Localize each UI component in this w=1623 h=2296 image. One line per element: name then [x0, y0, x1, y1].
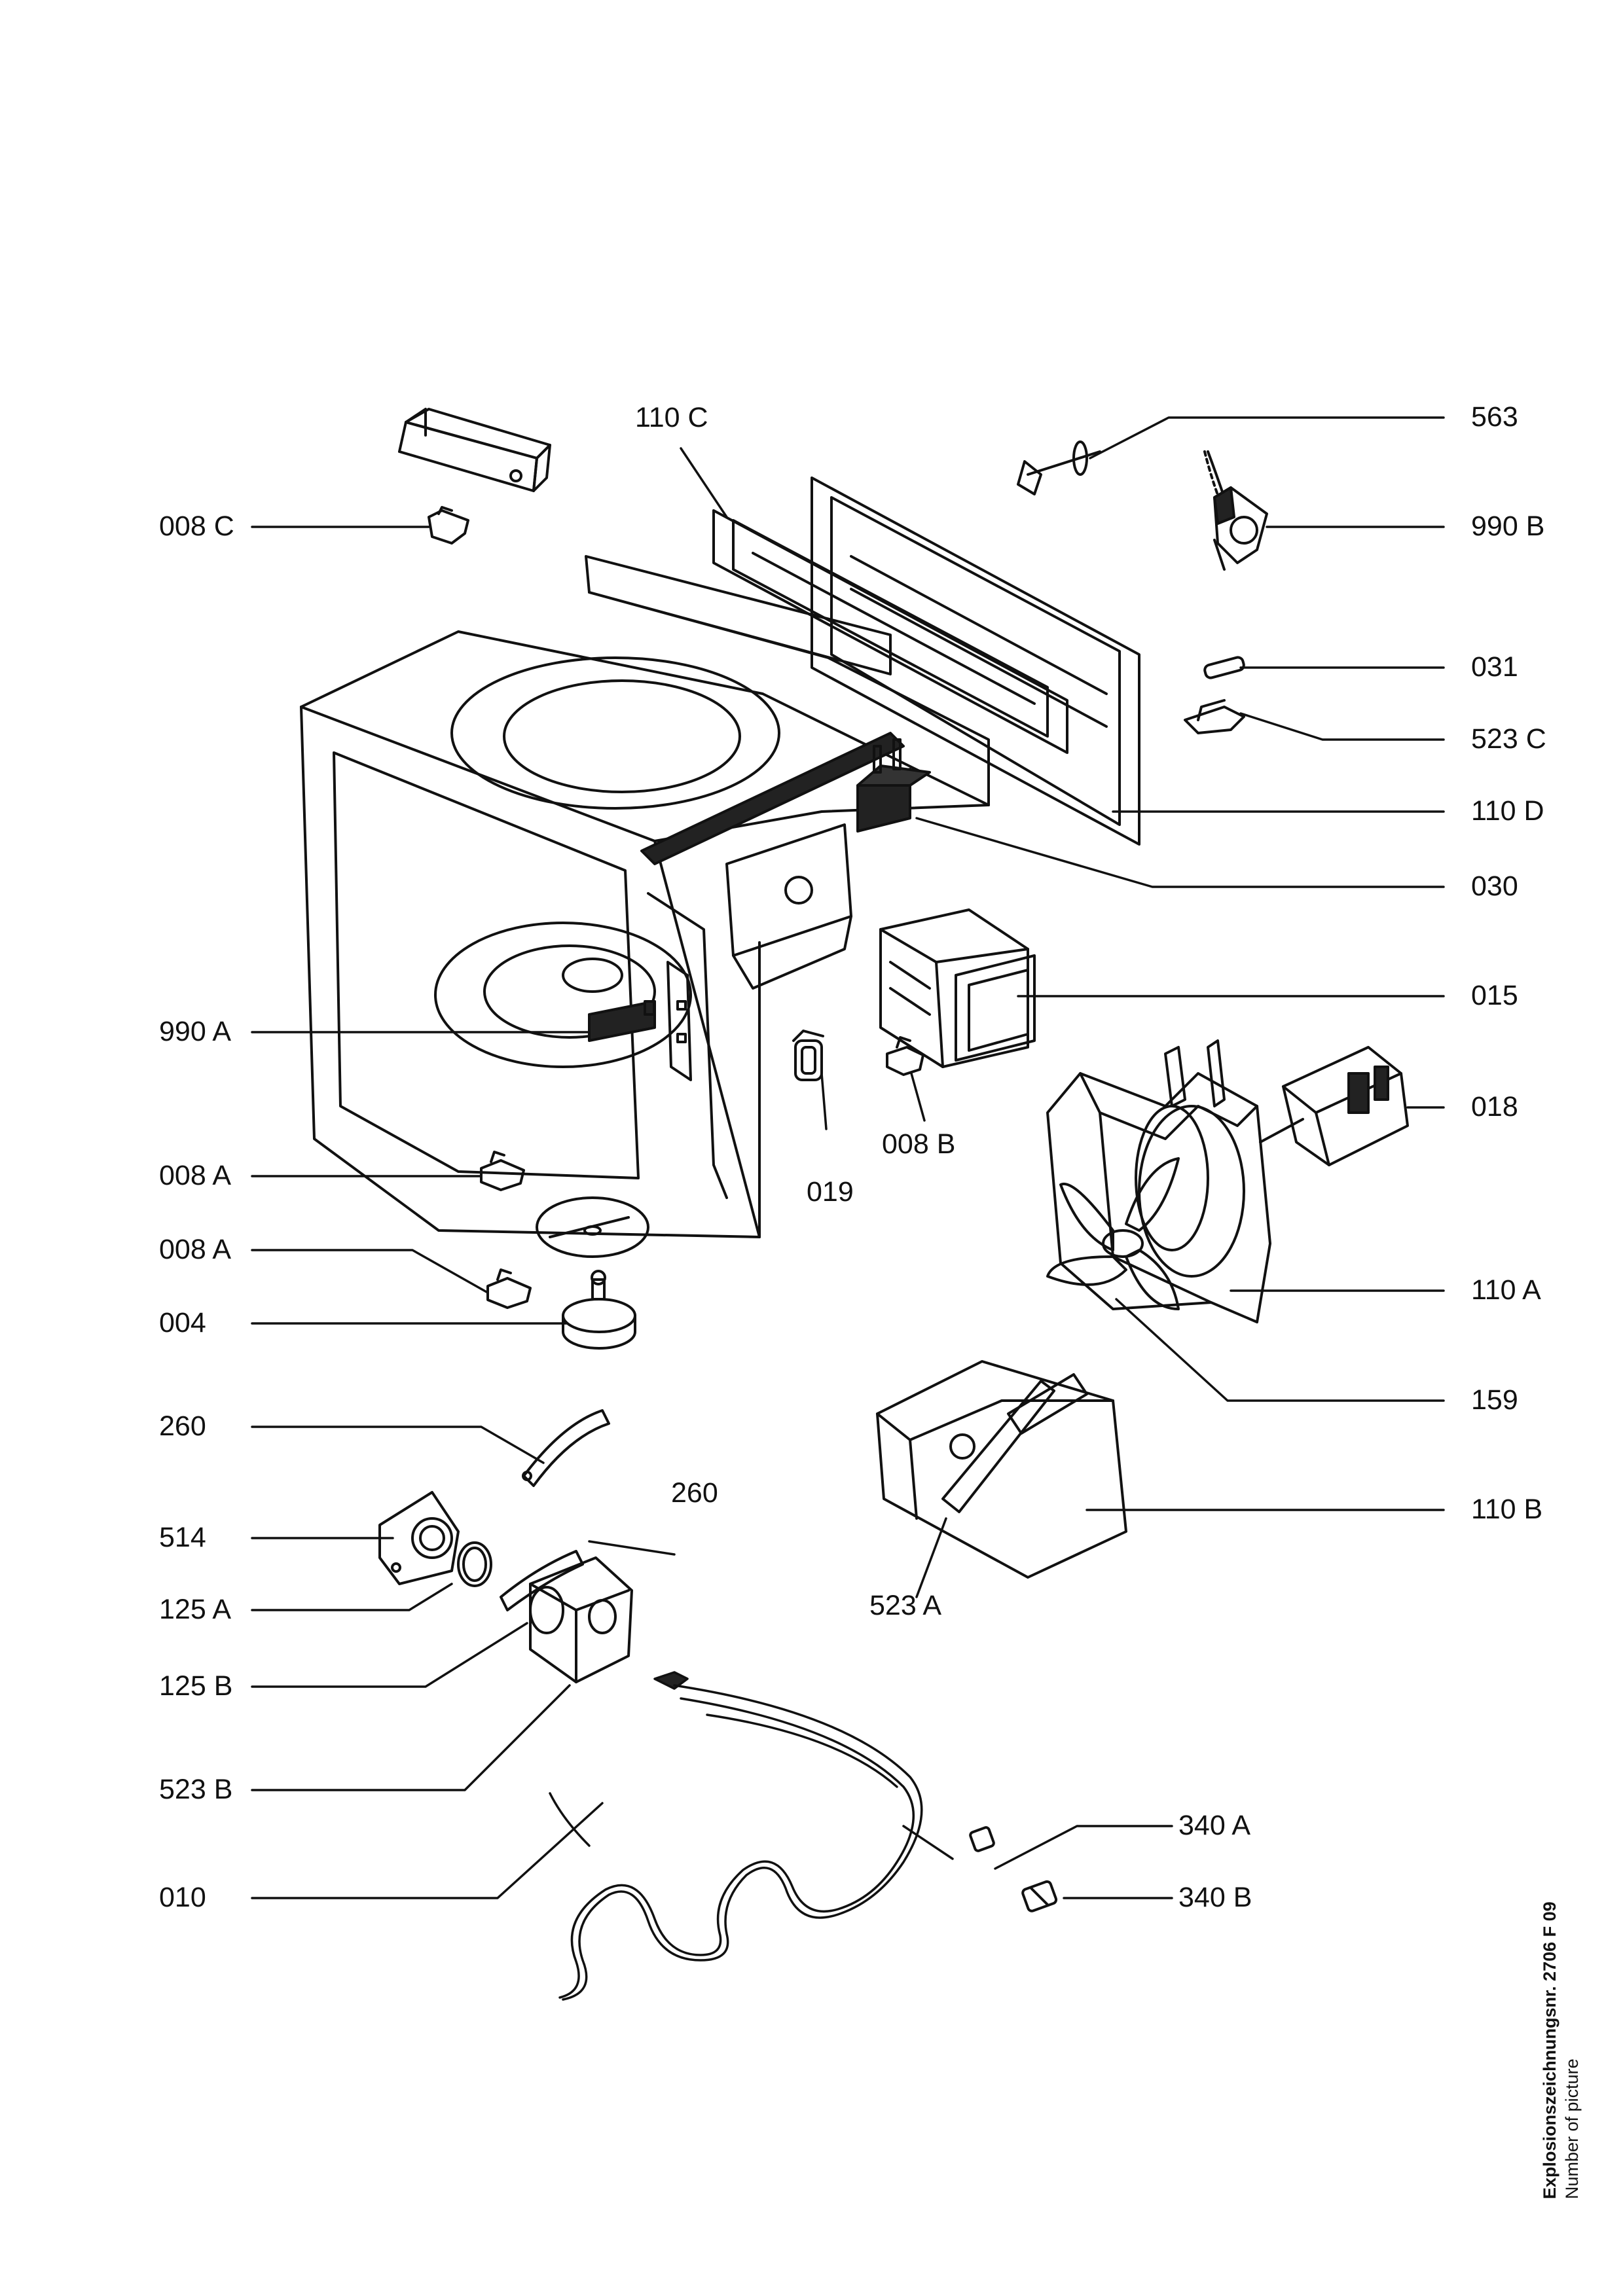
part-008c-clip — [428, 506, 469, 545]
part-990b-plug — [1203, 450, 1268, 571]
label-990a: 990 A — [159, 1016, 231, 1047]
part-125a-ring — [457, 1541, 492, 1587]
picture-number-subtitle: Number of picture — [1562, 2058, 1582, 2199]
label-125a: 125 A — [159, 1594, 231, 1625]
label-563: 563 — [1471, 401, 1518, 433]
part-110d-plate — [811, 476, 1140, 846]
part-018-switch — [1259, 1046, 1409, 1166]
label-008a-2: 008 A — [159, 1234, 231, 1265]
part-008a-clip-1 — [480, 1151, 525, 1191]
label-125b: 125 B — [159, 1670, 233, 1702]
picture-number-title: Explosionszeichnungsnr. 2706 F 09 — [1540, 1901, 1559, 2199]
part-110b-duct — [876, 1360, 1127, 1579]
label-990b: 990 B — [1471, 511, 1545, 542]
label-260-2: 260 — [671, 1477, 718, 1509]
label-523b: 523 B — [159, 1774, 233, 1805]
label-008b: 008 B — [882, 1128, 956, 1160]
part-110c-plate — [712, 509, 1068, 754]
label-004: 004 — [159, 1307, 206, 1338]
label-340a: 340 A — [1178, 1810, 1250, 1841]
label-523c: 523 C — [1471, 723, 1546, 755]
label-523a: 523 A — [869, 1590, 941, 1621]
part-015-magnetron — [879, 908, 1036, 1068]
label-340b: 340 B — [1178, 1882, 1252, 1913]
label-015: 015 — [1471, 980, 1518, 1011]
label-514: 514 — [159, 1522, 206, 1553]
oven-cavity — [300, 555, 990, 1238]
part-004-motor — [562, 1270, 636, 1350]
part-340a-nut — [969, 1826, 995, 1852]
part-340b-nut — [1021, 1880, 1058, 1912]
label-010: 010 — [159, 1882, 206, 1913]
part-010-heating-element — [549, 1671, 954, 2001]
label-030: 030 — [1471, 870, 1518, 902]
part-030-block — [856, 738, 931, 833]
label-159: 159 — [1471, 1384, 1518, 1416]
turntable-disc — [536, 1196, 649, 1258]
label-110a: 110 A — [1471, 1274, 1541, 1306]
part-031-fuse — [1203, 656, 1245, 679]
part-260-shield-1 — [522, 1409, 610, 1487]
part-523b-housing — [529, 1556, 633, 1683]
part-563-pin — [1017, 440, 1101, 495]
part-019-lamp — [792, 1030, 824, 1081]
leader-lines — [251, 416, 1445, 1899]
part-110a-fan-housing — [1046, 1039, 1271, 1323]
part-008b-clip — [886, 1036, 924, 1076]
label-008c: 008 C — [159, 511, 234, 542]
part-159-fan — [1046, 1157, 1180, 1310]
label-110d: 110 D — [1471, 795, 1544, 827]
part-008a-clip-2 — [486, 1268, 532, 1309]
part-008c-box — [398, 408, 551, 492]
part-514-thermostat — [378, 1491, 460, 1585]
label-031: 031 — [1471, 651, 1518, 683]
label-110c: 110 C — [635, 402, 708, 433]
mounting-bracket — [725, 823, 852, 990]
picture-number-footer: Explosionszeichnungsnr. 2706 F 09 Number… — [1539, 1545, 1583, 2199]
label-260-1: 260 — [159, 1410, 206, 1442]
label-008a-1: 008 A — [159, 1160, 231, 1191]
label-019: 019 — [807, 1176, 854, 1208]
part-523c-holder — [1184, 699, 1245, 734]
label-018: 018 — [1471, 1091, 1518, 1122]
label-110b: 110 B — [1471, 1494, 1543, 1525]
